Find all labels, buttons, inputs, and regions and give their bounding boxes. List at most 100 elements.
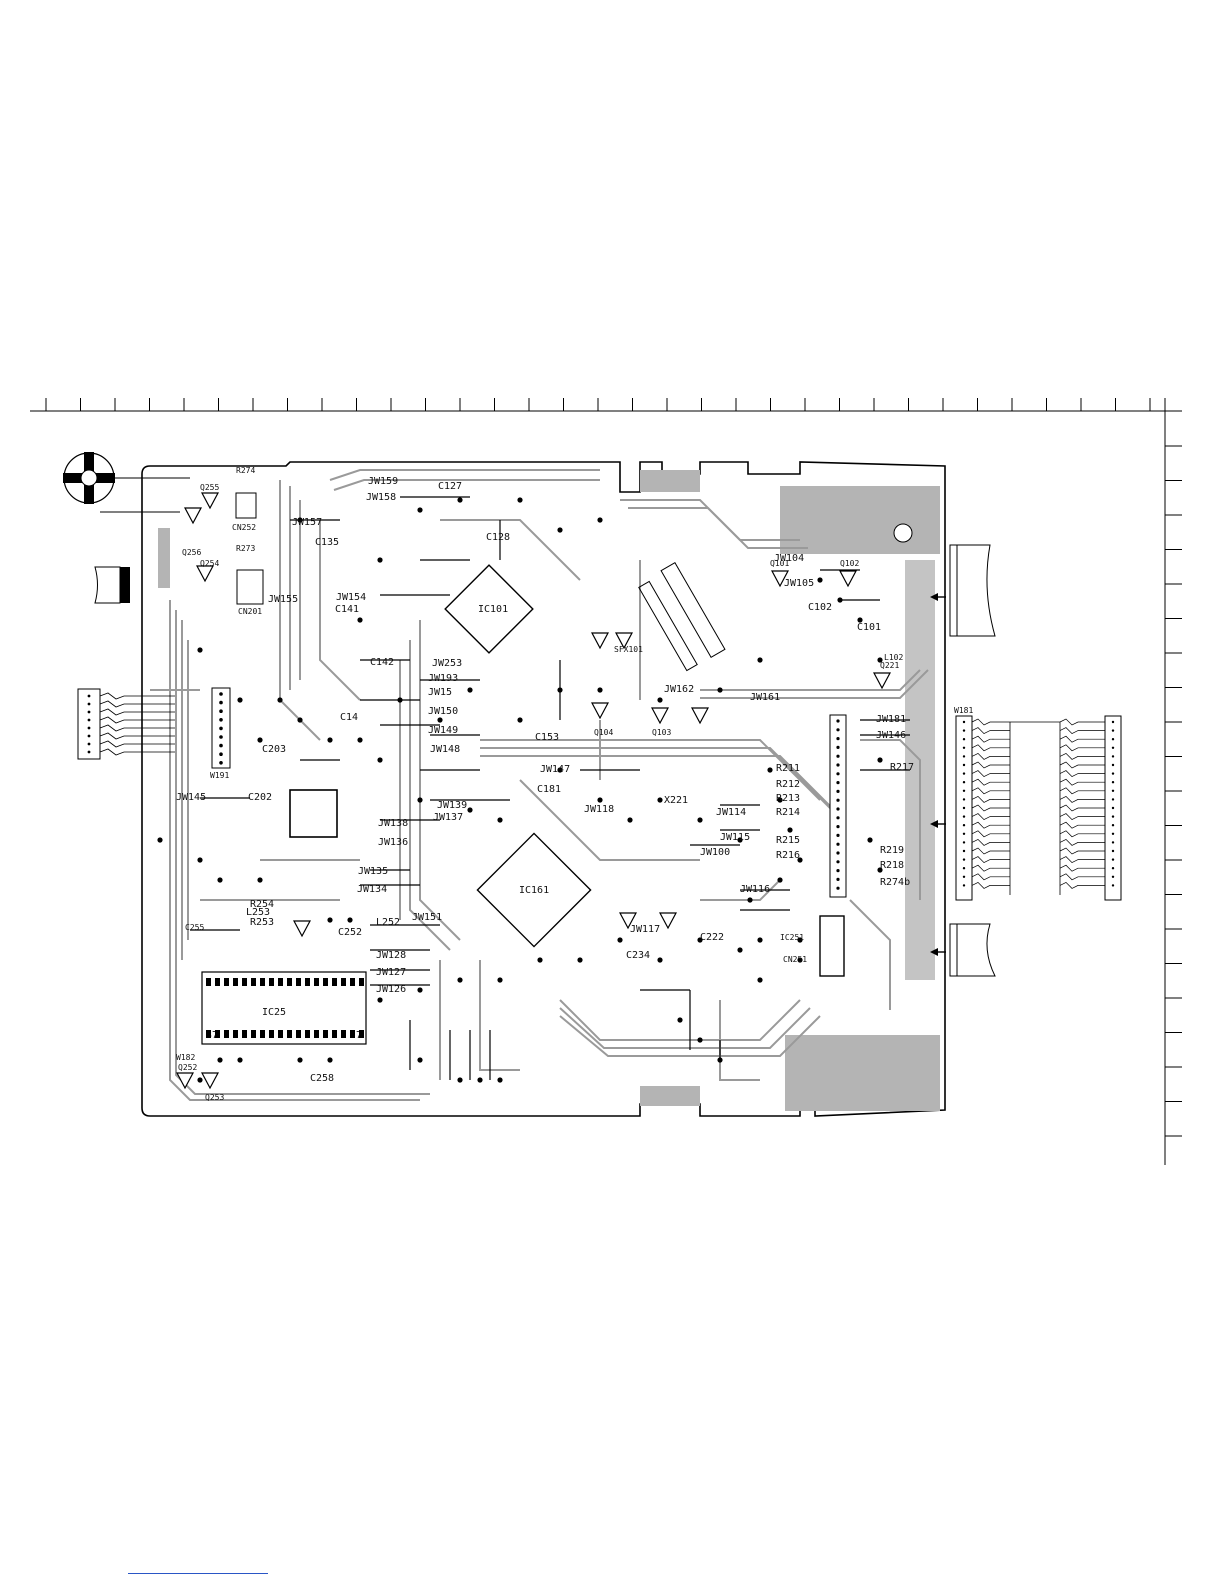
solder-pad [747,897,753,903]
component-label: R274b [880,877,910,888]
component-label: C255 [185,923,204,932]
pin-dot [1111,746,1115,749]
header-pin [836,789,840,794]
pin-dot [962,746,966,749]
wire [99,692,175,700]
component-label: R218 [880,860,904,871]
component-label: JW116 [740,884,770,895]
sfx101-block [660,562,726,658]
arrow-left-icon-3 [930,820,938,828]
component-label: L252 [376,917,400,928]
header-pin [836,877,840,882]
solder-pad [657,797,663,803]
component-label: C258 [310,1073,334,1084]
copper-trace [409,640,451,951]
ic-pin [305,1030,310,1038]
solder-pad [237,697,243,703]
component-label: R273 [236,544,255,553]
wire [1059,761,1105,769]
ic-pin [332,1030,337,1038]
transistor-symbol [591,632,609,650]
component-label: Q254 [200,559,219,568]
pin-dot [962,841,966,844]
solder-pad [787,827,793,833]
ic101-label: IC101 [478,604,508,615]
wire [971,821,1010,829]
transistor-symbol [651,707,669,725]
ic-pin [251,1030,256,1038]
component-label: JW193 [428,673,458,684]
wire [1059,727,1105,735]
solder-pad [757,657,763,663]
solder-pad [457,497,463,503]
wire [1059,873,1105,881]
solder-pad [817,577,823,583]
pin-dot [962,772,966,775]
component-label: JW181 [876,714,906,725]
pin-dot [962,858,966,861]
footer-link-underline[interactable] [128,1573,268,1574]
wire [1059,735,1105,743]
wire [99,748,175,756]
pin-dot [962,720,966,724]
header-pin [219,700,223,705]
wire [1059,813,1105,821]
header-pin [836,807,840,811]
component-label: L253 [246,907,270,918]
header-pin [836,825,840,829]
component-label: JW115 [720,832,750,843]
solder-pad [697,937,703,943]
ic-pin [260,978,265,986]
component-label: SFX101 [614,645,643,654]
wire [1059,838,1105,846]
component-label: C14 [340,712,358,723]
pin-37-label: 37 [206,1030,218,1041]
ic-pin [278,978,283,986]
component-label: R211 [776,763,800,774]
pin-dot [87,702,91,706]
solder-pad [877,757,883,763]
wire [971,804,1010,812]
connector-strip-101 [638,580,698,672]
solder-pad [697,1037,703,1043]
solder-pad [737,947,743,953]
header-pin [219,709,223,713]
wire [971,735,1010,743]
wire [1059,864,1105,872]
wire [99,716,175,724]
solder-pad [657,697,663,703]
wire [1059,847,1105,855]
wire [971,856,1010,864]
component-label: JW105 [784,578,814,589]
copper-trace [480,739,821,801]
transistor-symbol [839,570,857,588]
component-label: JW147 [540,764,570,775]
w191-label: W191 [210,771,229,780]
pin-dot [962,755,966,758]
wire [971,761,1010,769]
copper-trace [333,479,600,491]
solder-pad [477,1077,483,1083]
pin-dot [87,718,91,722]
header-pin [836,886,840,890]
solder-pad [377,757,383,763]
component-label: JW138 [378,818,408,829]
transistor-symbol [771,570,789,588]
component-label: Q103 [652,728,671,737]
copper-trace [319,520,361,701]
copper-trace [860,739,921,900]
pin-dot [87,694,91,698]
solder-pad [417,507,423,513]
component-label: JW15 [428,687,452,698]
copper-trace [519,779,700,861]
component-label: C153 [535,732,559,743]
component-label: C203 [262,744,286,755]
mounting-hole [893,523,913,543]
ic-pin [314,978,319,986]
pin-dot [87,734,91,738]
copper-trace [559,999,801,1041]
component-label: JW136 [378,837,408,848]
left-connector [77,688,175,760]
ic-pin [359,1030,364,1038]
solder-pad [197,857,203,863]
